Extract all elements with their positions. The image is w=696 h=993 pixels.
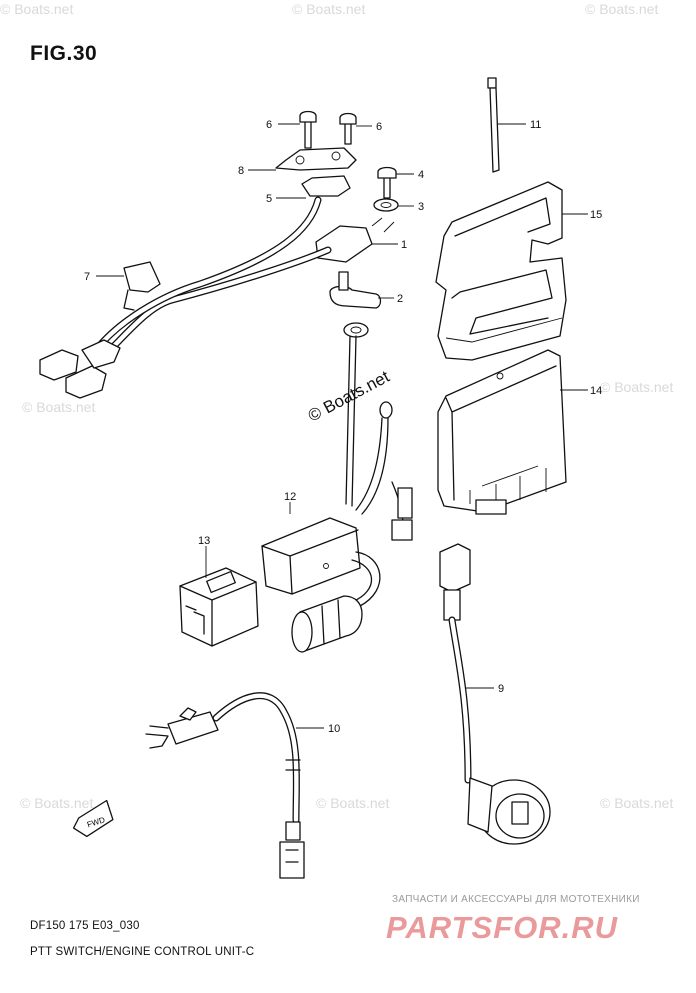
watermark-text: © Boats.net <box>0 1 73 17</box>
callout-9: 9 <box>498 683 504 695</box>
callout-12: 12 <box>284 491 296 503</box>
callout-13: 13 <box>198 535 210 547</box>
connector <box>81 339 121 369</box>
callout-6a: 6 <box>266 119 272 131</box>
callout-10: 10 <box>328 723 340 735</box>
callout-4: 4 <box>418 169 424 181</box>
throttle-sensor-harness <box>39 110 399 399</box>
part-2-lever <box>329 285 382 309</box>
callout-6b: 6 <box>376 121 382 133</box>
watermark-text: © Boats.net <box>600 795 673 811</box>
part-1-sensor <box>315 225 373 263</box>
part-15-rubber-cover <box>435 181 567 361</box>
watermark-text: © Boats.net <box>316 795 389 811</box>
ad-caption: ЗАПЧАСТИ И АКСЕССУАРЫ ДЛЯ МОТОТЕХНИКИ <box>392 894 640 905</box>
leader-lines <box>96 123 588 729</box>
part-7-clip <box>123 261 161 293</box>
footer-subtitle: PTT SWITCH/ENGINE CONTROL UNIT-C <box>30 946 255 958</box>
callout-3: 3 <box>418 201 424 213</box>
connector <box>39 349 79 381</box>
callout-14: 14 <box>590 385 602 397</box>
callout-2: 2 <box>397 293 403 305</box>
figure-title: FIG.30 <box>30 42 98 65</box>
part-9-switch-harness <box>439 543 551 845</box>
callout-8: 8 <box>238 165 244 177</box>
callout-7: 7 <box>84 271 90 283</box>
callout-11: 11 <box>530 119 541 131</box>
fwd-arrow: FWD <box>72 799 114 838</box>
watermark-text: © Boats.net <box>600 379 673 395</box>
watermark-text: © Boats.net <box>292 1 365 17</box>
part-13-relay <box>179 567 259 647</box>
part-14-engine-control-unit <box>437 349 567 515</box>
footer-code: DF150 175 E03_030 <box>30 920 140 932</box>
callout-5: 5 <box>266 193 272 205</box>
part-6-screw <box>339 112 357 145</box>
part-3-washer <box>373 198 399 212</box>
callout-15: 15 <box>590 209 602 221</box>
ad-logo: PARTSFOR.RU <box>386 910 619 945</box>
part-8-bracket <box>275 147 357 171</box>
watermark-text: © Boats.net <box>22 399 95 415</box>
part-12-relay-harness <box>261 322 413 653</box>
callout-1: 1 <box>401 239 407 251</box>
part-11-cable-tie <box>487 77 500 173</box>
part-6-screw <box>299 110 317 149</box>
callout-labels: 1 2 3 4 5 6 6 7 8 9 10 11 12 13 14 15 <box>84 119 602 735</box>
watermark-text: © Boats.net <box>585 1 658 17</box>
watermark-faint-group: © Boats.net © Boats.net © Boats.net © Bo… <box>0 1 673 811</box>
part-10-wire-harness <box>145 692 305 879</box>
part-4-screw <box>377 166 397 199</box>
part-5-switch <box>301 175 351 197</box>
watermark-text: © Boats.net <box>20 795 93 811</box>
